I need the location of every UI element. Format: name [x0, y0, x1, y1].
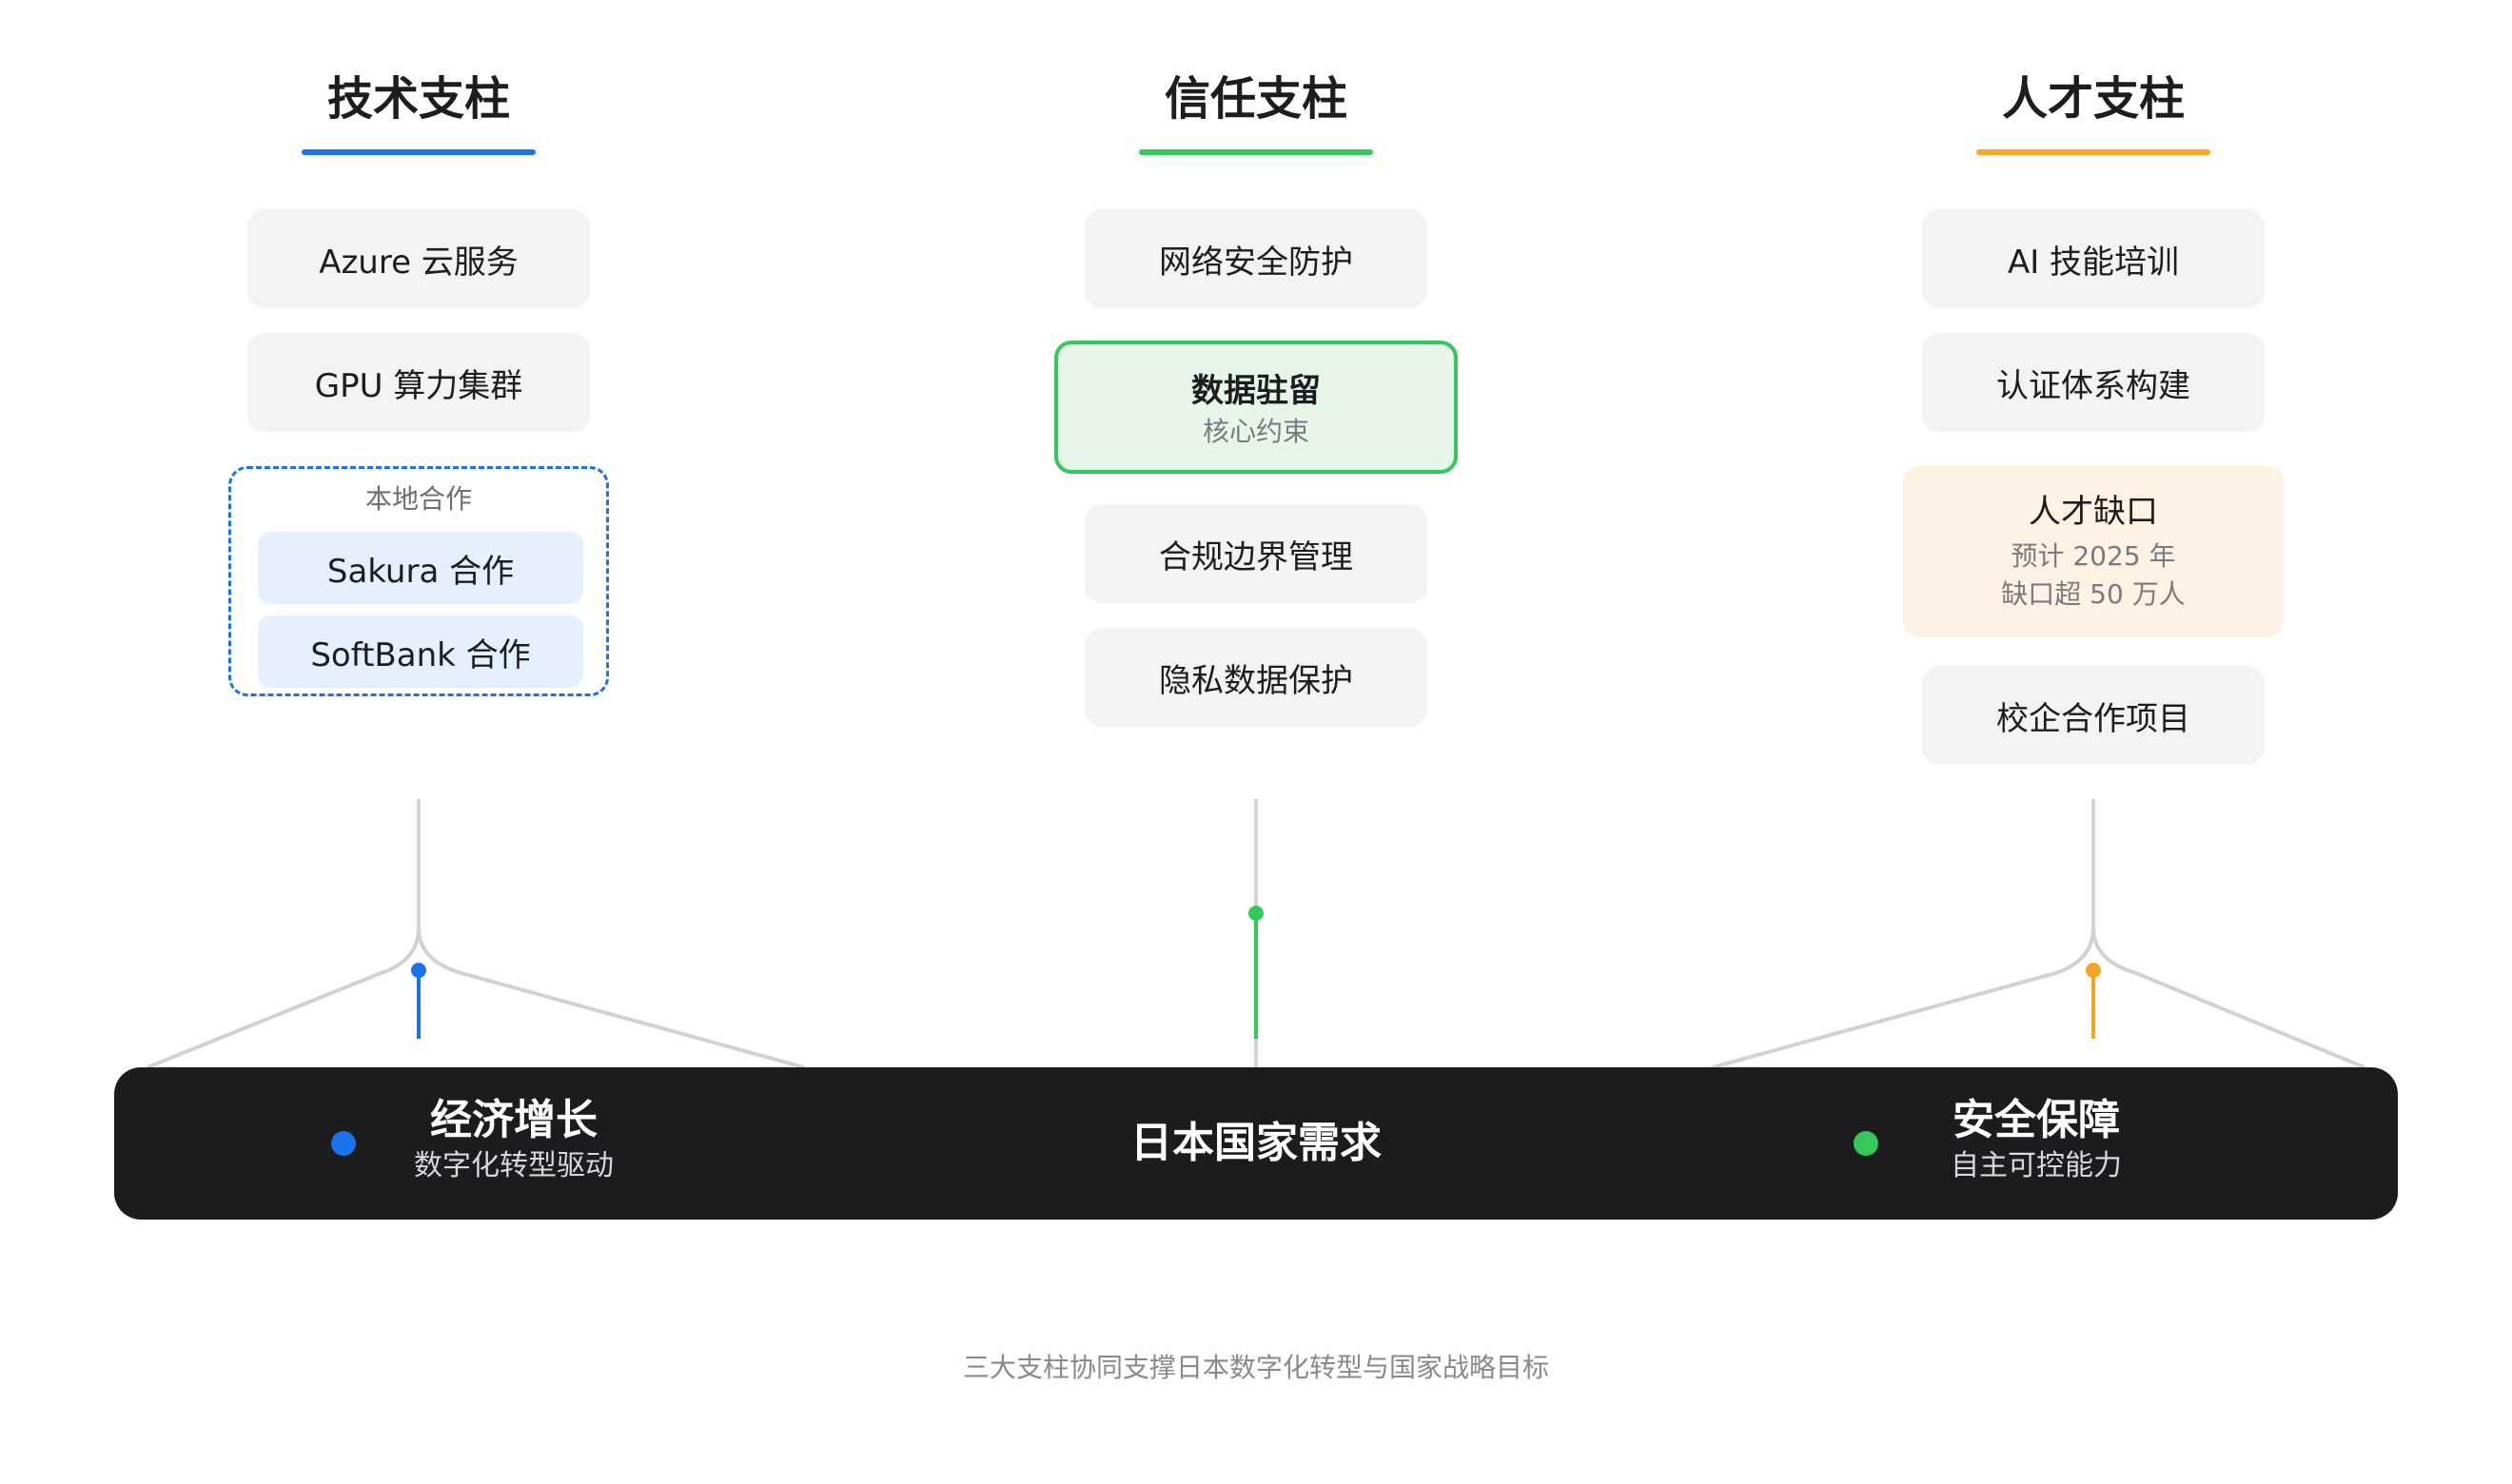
- ai-training-box: AI 技能培训: [1922, 209, 2265, 308]
- data-residency-box: 数据驻留 核心约束: [1054, 341, 1458, 474]
- privacy-box: 隐私数据保护: [1085, 628, 1427, 727]
- talent-gap-line2: 缺口超 50 万人: [2001, 578, 2186, 610]
- diagram-caption: 三大支柱协同支撑日本数字化转型与国家战略目标: [962, 1352, 1549, 1383]
- talent-pillar-title: 人才支柱: [2001, 72, 2185, 126]
- compliance-box: 合规边界管理: [1085, 504, 1427, 603]
- certification-box: 认证体系构建: [1922, 333, 2265, 432]
- local-partnership-group: 本地合作 Sakura 合作 SoftBank 合作: [228, 466, 609, 696]
- national-needs-bar: 经济增长 数字化转型驱动 日本国家需求 安全保障 自主可控能力: [114, 1067, 2398, 1220]
- tech-pillar-title: 技术支柱: [326, 72, 510, 126]
- trust-pillar-title: 信任支柱: [1164, 72, 1347, 126]
- security-dot-icon: [1854, 1131, 1878, 1156]
- data-residency-title: 数据驻留: [1191, 371, 1321, 410]
- sakura-partner-box: Sakura 合作: [258, 532, 583, 604]
- gpu-cluster-box: GPU 算力集群: [247, 333, 590, 432]
- talent-gap-box: 人才缺口 预计 2025 年 缺口超 50 万人: [1903, 466, 2284, 637]
- network-security-box: 网络安全防护: [1085, 209, 1427, 308]
- azure-cloud-box: Azure 云服务: [247, 209, 590, 308]
- softbank-partner-box: SoftBank 合作: [258, 615, 583, 688]
- economy-block: 经济增长 数字化转型驱动: [381, 1094, 647, 1185]
- security-block: 安全保障 自主可控能力: [1903, 1094, 2169, 1185]
- talent-gap-line1: 预计 2025 年: [2011, 540, 2176, 572]
- security-sub: 自主可控能力: [1951, 1149, 2122, 1182]
- talent-gap-title: 人才缺口: [2029, 493, 2158, 531]
- economy-dot-icon: [331, 1131, 356, 1156]
- economy-sub: 数字化转型驱动: [414, 1149, 614, 1182]
- talent-pillar-underline: [1976, 149, 2210, 155]
- national-needs-block: 日本国家需求: [1066, 1117, 1446, 1170]
- trust-pillar-underline: [1139, 149, 1373, 155]
- school-enterprise-box: 校企合作项目: [1922, 666, 2265, 765]
- data-residency-sub: 核心约束: [1202, 415, 1309, 447]
- tech-pillar-underline: [302, 149, 536, 155]
- national-needs-title: 日本国家需求: [1130, 1119, 1382, 1167]
- group-label: 本地合作: [364, 483, 472, 515]
- economy-title: 经济增长: [430, 1096, 598, 1144]
- security-title: 安全保障: [1953, 1096, 2120, 1144]
